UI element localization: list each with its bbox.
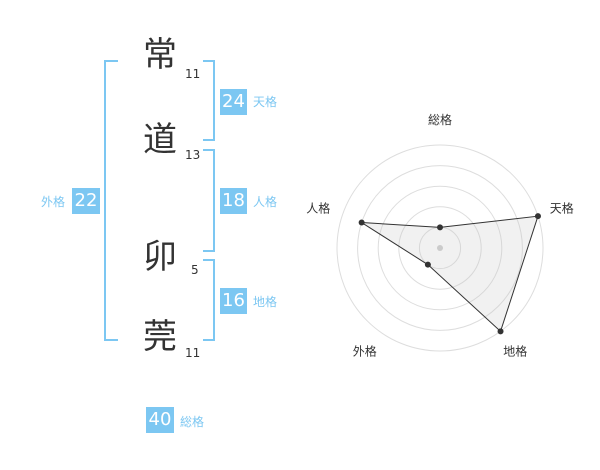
tenkaku-bracket [203, 60, 215, 141]
jinkaku-label: 人格 [253, 195, 278, 209]
gaikaku-label: 外格 [41, 195, 66, 209]
radar-series-polygon [361, 215, 539, 333]
radar-axis-label-1: 総格 [428, 112, 452, 127]
radar-point-4 [424, 261, 431, 268]
radar-point-1 [437, 224, 443, 231]
soukaku-label: 総格 [180, 415, 205, 429]
radar-ring [398, 206, 482, 290]
name-char-4: 莞 [143, 317, 177, 357]
radar-ring [336, 144, 544, 352]
radar-point-3 [497, 328, 504, 335]
chikaku-label: 地格 [253, 295, 278, 309]
chikaku-value: 16 [220, 288, 247, 314]
chikaku-bracket [203, 259, 215, 341]
radar-axis-label-2: 天格 [550, 200, 574, 215]
gaikaku-bracket [104, 60, 118, 341]
radar-axis-label-5: 人格 [306, 200, 330, 215]
gaikaku-value: 22 [72, 188, 100, 214]
name-char-3: 卯 [143, 237, 177, 277]
jinkaku-value: 18 [220, 188, 247, 214]
stroke-count-2: 13 [185, 148, 201, 162]
name-char-2: 道 [143, 120, 177, 160]
tenkaku-value: 24 [220, 89, 247, 115]
stroke-count-4: 11 [185, 346, 201, 360]
stroke-count-1: 11 [185, 67, 201, 81]
radar-center [437, 245, 443, 251]
radar-axis-label-4: 外格 [353, 344, 377, 359]
stroke-count-3: 5 [191, 263, 199, 277]
soukaku-value: 40 [146, 407, 174, 433]
radar-point-2 [534, 213, 541, 220]
jinkaku-bracket [203, 149, 215, 252]
radar-ring [357, 165, 523, 331]
radar-axis-label-3: 地格 [503, 344, 527, 359]
name-char-1: 常 [143, 35, 177, 75]
tenkaku-label: 天格 [253, 95, 278, 109]
radar-ring [377, 185, 503, 311]
radar-point-5 [358, 219, 365, 226]
